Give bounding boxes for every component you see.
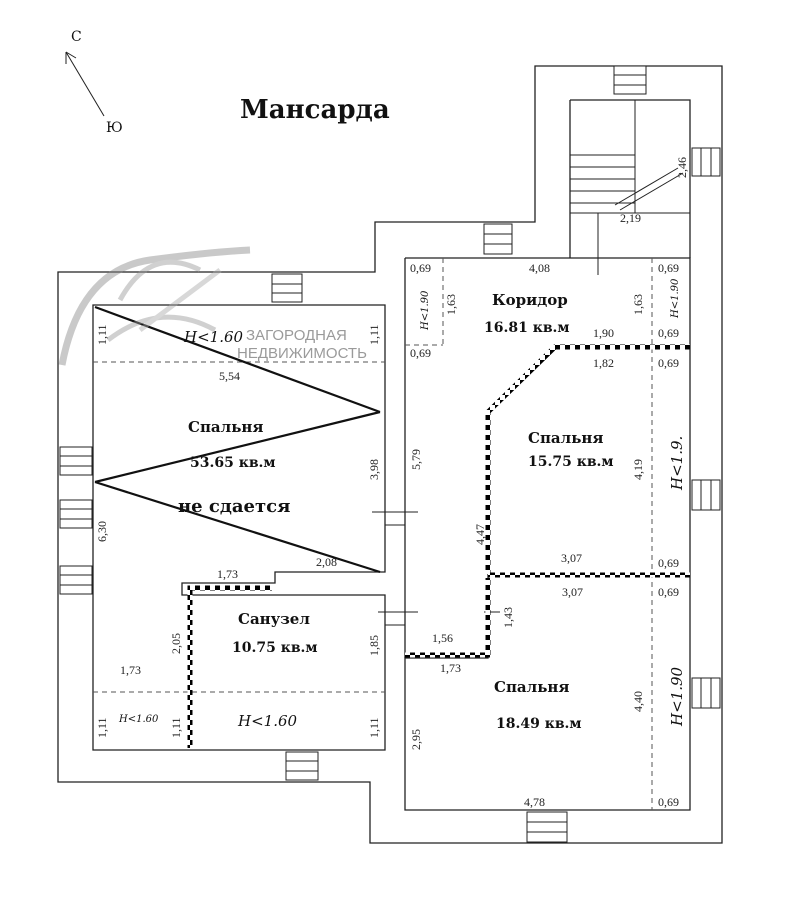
compass-arrow-icon bbox=[65, 51, 105, 117]
dim-label: 1,11 bbox=[169, 717, 183, 738]
height-note-bathroom-small: H<1.60 bbox=[118, 714, 159, 725]
room-label-bathroom: Санузел bbox=[238, 610, 310, 628]
dim-label: 4,78 bbox=[524, 795, 545, 809]
watermark-line-1: ЗАГОРОДНАЯ bbox=[246, 327, 347, 344]
not-rented-mark bbox=[94, 305, 381, 574]
dim-label: 3,07 bbox=[562, 585, 583, 599]
dim-label: 2,08 bbox=[316, 555, 337, 569]
dim-label: 0,69 bbox=[658, 261, 679, 275]
height-note-corridor-left: H<1.90 bbox=[420, 290, 431, 331]
height-note-bedroom-top: H<1.60 bbox=[183, 328, 244, 346]
dim-label: 3,07 bbox=[561, 551, 582, 565]
watermark-logo bbox=[58, 246, 251, 366]
stair bbox=[570, 100, 690, 275]
partition-walls bbox=[187, 344, 690, 748]
room-label-corridor: Коридор bbox=[492, 291, 568, 309]
page-title: Мансарда bbox=[240, 95, 390, 125]
dim-label: 1,73 bbox=[217, 567, 238, 581]
dim-label: 1,73 bbox=[120, 663, 141, 677]
dim-label: 1,11 bbox=[367, 324, 381, 345]
height-note-bedroom-2: H<1.9. bbox=[668, 436, 686, 491]
room-area-corridor: 16.81 кв.м bbox=[484, 320, 570, 336]
dim-label: 1,73 bbox=[440, 661, 461, 675]
dim-label: 0,69 bbox=[658, 356, 679, 370]
room-area-bathroom: 10.75 кв.м bbox=[232, 640, 318, 656]
dim-label: 4,19 bbox=[631, 459, 645, 480]
dim-label: 1,63 bbox=[444, 294, 458, 315]
dim-label: 2,19 bbox=[620, 211, 641, 225]
height-note-bedroom-3: H<1.90 bbox=[668, 666, 686, 727]
dim-label: 4,40 bbox=[631, 691, 645, 712]
dim-label: 1,63 bbox=[631, 294, 645, 315]
dim-label: 1,43 bbox=[501, 607, 515, 628]
room-area-bedroom-1: 53.65 кв.м bbox=[190, 455, 276, 471]
dim-label: 1,11 bbox=[95, 717, 109, 738]
windows bbox=[59, 65, 721, 843]
dim-label: 2,05 bbox=[169, 633, 183, 654]
dim-label: 6,30 bbox=[95, 521, 109, 542]
dim-label: 1,82 bbox=[593, 356, 614, 370]
room-area-bedroom-3: 18.49 кв.м bbox=[496, 716, 582, 732]
watermark-line-2: НЕДВИЖИМОСТЬ bbox=[237, 345, 367, 362]
not-rented-label: не сдается bbox=[178, 496, 290, 517]
dim-label: 1,85 bbox=[367, 635, 381, 656]
dashed-lines bbox=[93, 258, 653, 810]
dim-label: 4,47 bbox=[473, 524, 487, 545]
dim-label: 0,69 bbox=[658, 326, 679, 340]
dim-label: 0,69 bbox=[658, 585, 679, 599]
dim-label: 5,54 bbox=[219, 369, 240, 383]
dim-label: 1,56 bbox=[432, 631, 453, 645]
dim-label: 5,79 bbox=[409, 449, 423, 470]
dim-label: 1,90 bbox=[593, 326, 614, 340]
dim-label: 3,98 bbox=[367, 459, 381, 480]
height-note-bathroom: H<1.60 bbox=[237, 712, 298, 730]
dim-label: 4,08 bbox=[529, 261, 550, 275]
height-note-corridor-right: H<1.90 bbox=[670, 278, 681, 319]
outer-walls bbox=[57, 65, 723, 844]
compass-north-label: С bbox=[71, 29, 82, 45]
dim-label: 2,95 bbox=[409, 729, 423, 750]
room-label-bedroom-3: Спальня bbox=[494, 678, 569, 696]
room-area-bedroom-2: 15.75 кв.м bbox=[528, 454, 614, 470]
dim-label: 0,69 bbox=[658, 795, 679, 809]
dim-label: 0,69 bbox=[410, 346, 431, 360]
room-label-bedroom-1: Спальня bbox=[188, 418, 263, 436]
dim-label: 0,69 bbox=[658, 556, 679, 570]
dim-label: 1,11 bbox=[367, 717, 381, 738]
dim-label: 0,69 bbox=[410, 261, 431, 275]
compass-south-label: Ю bbox=[106, 120, 123, 136]
dim-label: 2,46 bbox=[675, 157, 689, 178]
room-label-bedroom-2: Спальня bbox=[528, 429, 603, 447]
dim-label: 1,11 bbox=[95, 324, 109, 345]
